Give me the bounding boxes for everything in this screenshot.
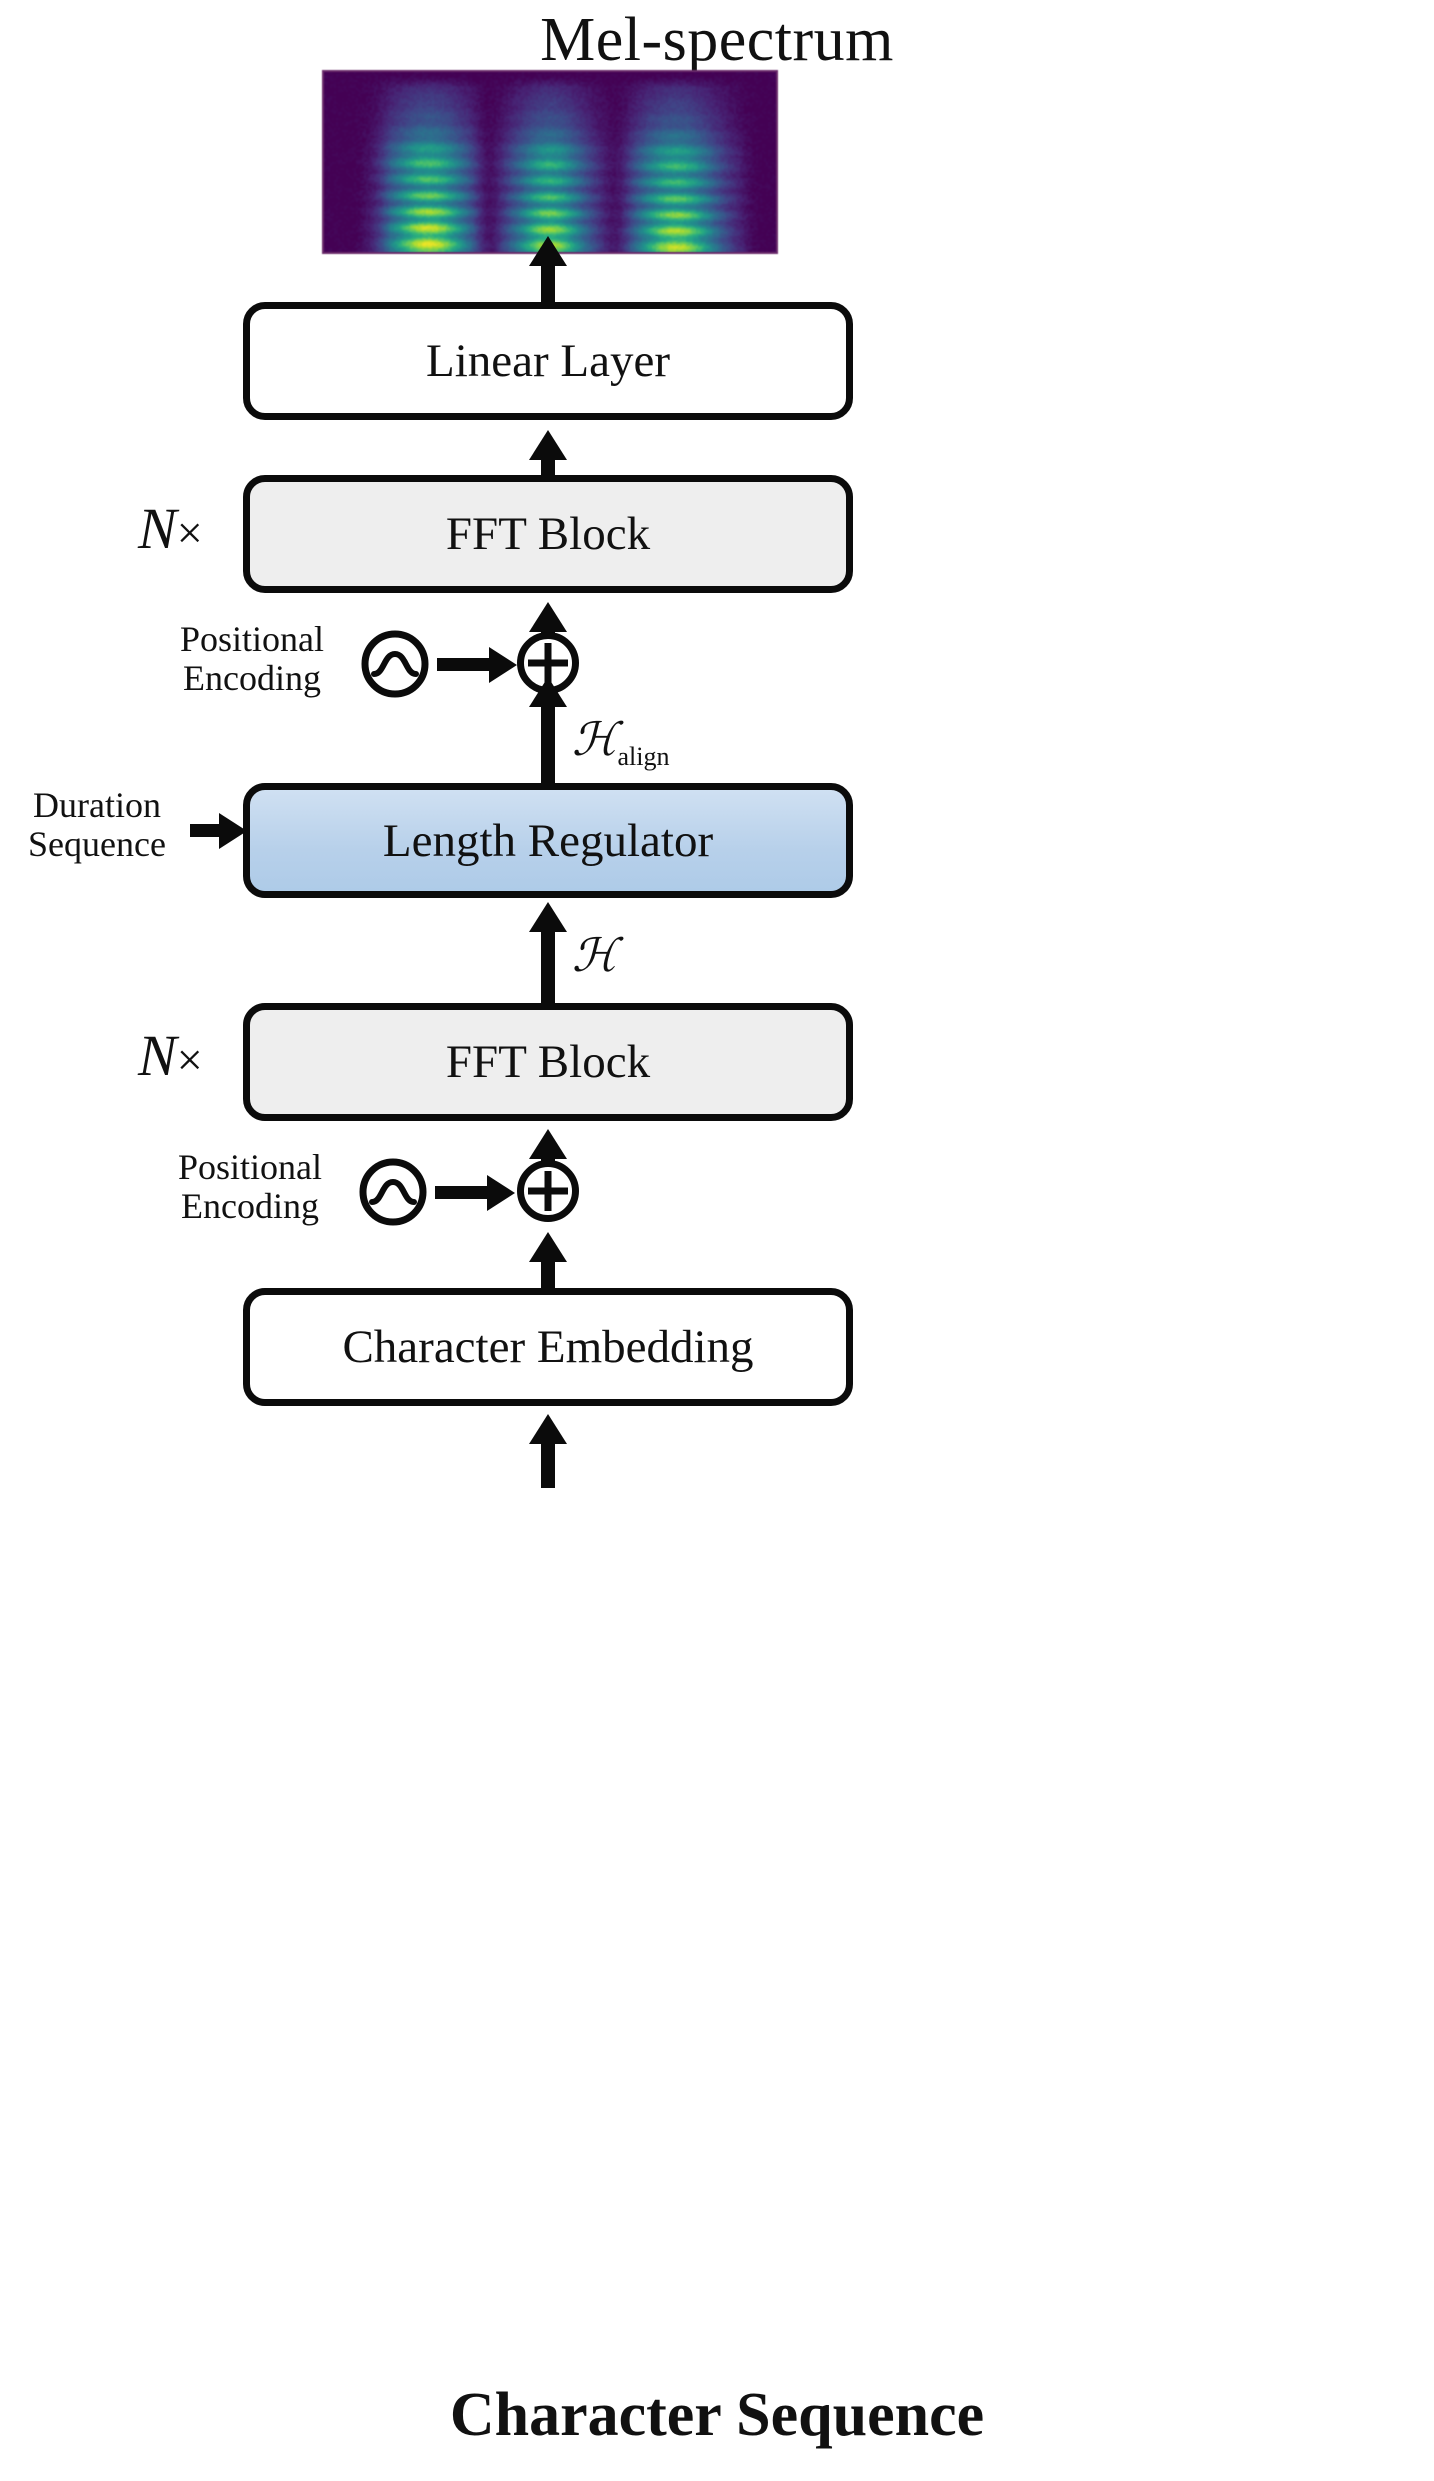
plus-vertical-bar-bottom	[544, 1171, 552, 1211]
block-linear-layer-label: Linear Layer	[426, 335, 670, 387]
pe-bottom-line2: Encoding	[181, 1185, 319, 1226]
n-times-label-top: N×	[138, 495, 203, 562]
h-label: ℋ	[572, 928, 617, 982]
plus-vertical-bar-top	[544, 643, 552, 683]
sine-wave-circle-icon-bottom	[358, 1157, 428, 1227]
block-length-regulator-label: Length Regulator	[382, 814, 714, 867]
block-character-embedding[interactable]: Character Embedding	[243, 1288, 853, 1406]
arrow-charseq-to-charembed	[541, 1440, 555, 1488]
block-character-embedding-label: Character Embedding	[342, 1321, 754, 1373]
pe-top-line1: Positional	[179, 619, 325, 659]
pe-bottom-line1: Positional	[177, 1147, 323, 1187]
block-fft-top[interactable]: FFT Block	[243, 475, 853, 593]
duration-sequence-label: Duration Sequence	[8, 786, 186, 864]
n-times-label-bottom: N×	[138, 1022, 203, 1089]
circle-plus-icon-bottom	[517, 1160, 579, 1222]
block-fft-top-label: FFT Block	[445, 508, 651, 560]
mel-spectrogram-image	[322, 70, 778, 254]
arrow-lengthreg-to-addtop	[541, 703, 555, 783]
n-times-bottom-value: N	[138, 1023, 177, 1088]
arrow-linear-to-spectrogram	[541, 262, 555, 302]
arrow-sinebottom-to-addbottom	[435, 1186, 490, 1199]
arrow-fftbottom-to-lengthreg	[541, 928, 555, 1006]
block-length-regulator[interactable]: Length Regulator	[243, 783, 853, 898]
arrow-duration-to-lengthreg	[190, 824, 222, 837]
n-times-top-symbol: ×	[176, 507, 203, 558]
block-fft-bottom-label: FFT Block	[445, 1036, 651, 1088]
h-symbol: ℋ	[572, 928, 618, 982]
h-align-subscript: align	[617, 742, 670, 772]
h-align-symbol: ℋ	[572, 712, 618, 766]
bottom-caption: Character Sequence	[449, 2381, 985, 2449]
duration-seq-line2: Sequence	[28, 823, 166, 864]
positional-encoding-label-top: Positional Encoding	[152, 620, 352, 698]
block-fft-bottom[interactable]: FFT Block	[243, 1003, 853, 1121]
n-times-bottom-symbol: ×	[176, 1034, 203, 1085]
n-times-top-value: N	[138, 496, 177, 561]
mel-spectrogram-canvas	[324, 72, 776, 252]
block-linear-layer[interactable]: Linear Layer	[243, 302, 853, 420]
page-title: Mel-spectrum	[540, 6, 894, 74]
duration-seq-line1: Duration	[33, 785, 161, 825]
positional-encoding-label-bottom: Positional Encoding	[150, 1148, 350, 1226]
sine-wave-circle-icon-top	[360, 629, 430, 699]
pe-top-line2: Encoding	[183, 657, 321, 698]
arrow-charembed-to-addbottom	[541, 1258, 555, 1288]
h-align-label: ℋalign	[572, 712, 669, 772]
arrow-sinetop-to-addtop	[437, 658, 492, 671]
